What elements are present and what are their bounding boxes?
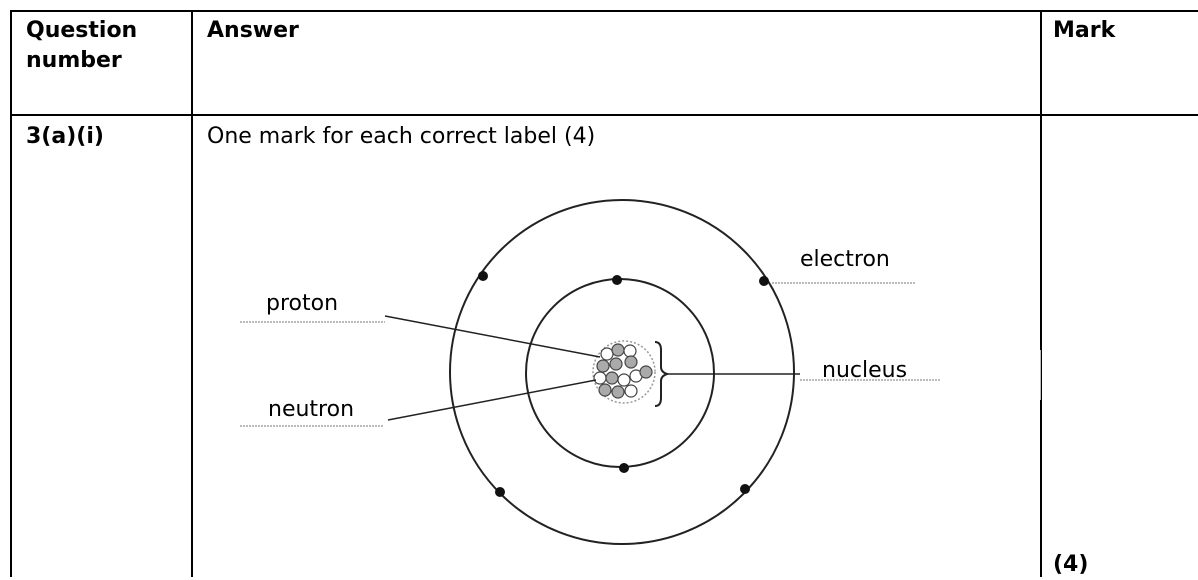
neutron-label: neutron <box>268 397 354 422</box>
neutron-particle <box>623 344 637 358</box>
electron-dot <box>740 484 750 494</box>
header-question-number: Question number <box>26 18 138 73</box>
inner-electron-shell <box>525 278 715 468</box>
proton-leader-line <box>384 315 601 358</box>
proton-particle <box>611 343 625 357</box>
proton-particle <box>624 355 638 369</box>
header-answer: Answer <box>207 18 299 43</box>
outer-electron-shell <box>449 199 795 545</box>
mark-value: (4) <box>1053 552 1089 577</box>
electron-dot <box>478 271 488 281</box>
proton-particle <box>609 357 623 371</box>
electron-dot <box>612 275 622 285</box>
header-mark: Mark <box>1053 18 1116 43</box>
neutron-particle <box>593 371 607 385</box>
nucleus-cluster <box>592 340 656 404</box>
electron-dot <box>619 463 629 473</box>
proton-particle <box>611 385 625 399</box>
column-divider-2 <box>1040 10 1042 577</box>
question-number: 3(a)(i) <box>26 124 104 149</box>
nucleus-bracket <box>654 341 671 407</box>
proton-particle <box>598 383 612 397</box>
scan-mark <box>1040 350 1041 400</box>
electron-label: electron <box>800 247 890 272</box>
electron-dot <box>759 276 769 286</box>
nucleus-label: nucleus <box>822 358 907 383</box>
nucleus-boundary <box>592 340 656 404</box>
proton-particle <box>596 359 610 373</box>
proton-particle <box>639 365 653 379</box>
neutron-particle <box>617 373 631 387</box>
proton-particle <box>605 371 619 385</box>
table-top-border <box>10 10 1198 12</box>
neutron-particle <box>600 347 614 361</box>
electron-dot <box>495 487 505 497</box>
answer-instruction: One mark for each correct label (4) <box>207 124 596 149</box>
neutron-leader-line <box>387 379 597 421</box>
header-row-border <box>10 114 1198 116</box>
column-divider-1 <box>191 10 193 577</box>
neutron-particle <box>624 384 638 398</box>
table-left-border <box>10 10 12 577</box>
proton-label: proton <box>266 291 338 316</box>
